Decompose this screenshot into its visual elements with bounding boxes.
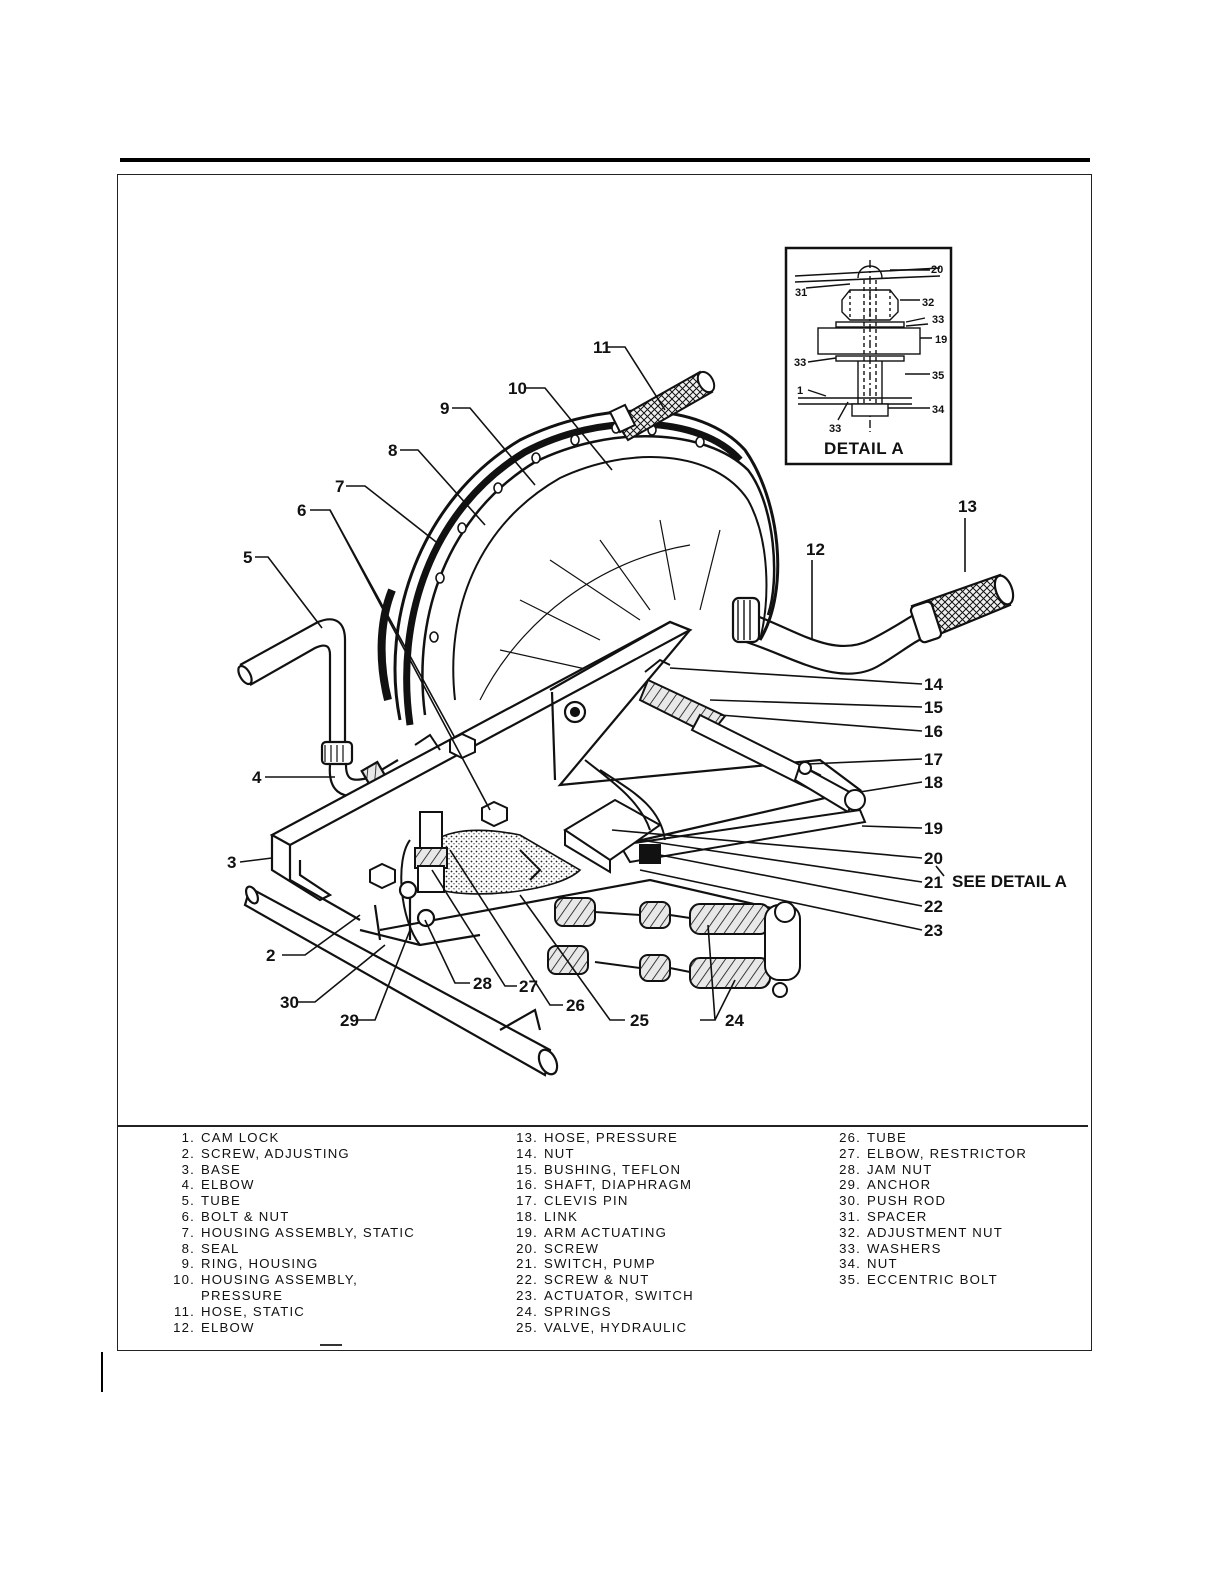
- callout-6: 6: [297, 501, 306, 520]
- legend-item: 9.RING, HOUSING: [181, 1256, 319, 1272]
- margin-change-bar: [101, 1352, 103, 1392]
- legend-item: 26.TUBE: [839, 1130, 907, 1145]
- callout-27: 27: [519, 977, 538, 996]
- see-detail-label: SEE DETAIL A: [952, 872, 1067, 891]
- leader-lines: [239, 346, 966, 1021]
- detail-callout-1: 1: [797, 385, 803, 397]
- legend-item: 11.HOSE, STATIC: [174, 1303, 306, 1319]
- detail-callout-20: 20: [931, 264, 943, 276]
- legend-item: 28.JAM NUT: [839, 1161, 933, 1177]
- legend-column-1: 1.CAM LOCK 2.SCREW, ADJUSTING 3.BASE 4.E…: [165, 1130, 415, 1335]
- legend-rule: [118, 1125, 1088, 1127]
- legend-column-3: 26.TUBE 27.ELBOW, RESTRICTOR 28.JAM NUT …: [831, 1130, 1027, 1288]
- legend-item: 13.HOSE, PRESSURE: [516, 1130, 679, 1145]
- legend-item: 20.SCREW: [516, 1240, 600, 1256]
- callout-15: 15: [924, 698, 943, 717]
- legend-item: 23.ACTUATOR, SWITCH: [516, 1287, 694, 1303]
- callout-18: 18: [924, 773, 943, 792]
- legend-item: 33.WASHERS: [839, 1240, 942, 1256]
- detail-callout-33-left: 33: [794, 357, 806, 369]
- figure-frame: [117, 174, 1092, 1351]
- short-dash: [320, 1344, 342, 1346]
- legend-item: 21.SWITCH, PUMP: [516, 1256, 656, 1272]
- legend-item: 8.SEAL: [181, 1240, 240, 1256]
- legend-item: 24.SPRINGS: [516, 1303, 612, 1319]
- callout-21: 21: [924, 873, 943, 892]
- callout-16: 16: [924, 722, 943, 741]
- legend-item: 4.ELBOW: [181, 1177, 255, 1193]
- callout-3: 3: [227, 853, 236, 872]
- callout-numbers: 11 10 9 8 7 6 5 4 3 2 30 29 28 27 26 25 …: [227, 338, 1067, 1030]
- callout-11: 11: [593, 338, 611, 357]
- legend-item: 12.ELBOW: [173, 1319, 255, 1335]
- pressure-elbow-and-hose: [731, 573, 1015, 675]
- legend-column-2: 13.HOSE, PRESSURE 14.NUT 15.BUSHING, TEF…: [508, 1130, 694, 1335]
- detail-callout-35: 35: [932, 370, 944, 382]
- detail-callout-33-lower: 33: [829, 423, 841, 435]
- detail-callout-19: 19: [935, 334, 947, 346]
- callout-26: 26: [566, 996, 585, 1015]
- detail-title: DETAIL A: [824, 439, 904, 458]
- legend-item-continuation: PRESSURE: [201, 1287, 284, 1303]
- callout-30: 30: [280, 993, 299, 1012]
- base: [269, 620, 863, 932]
- callout-23: 23: [924, 921, 943, 940]
- callout-5: 5: [243, 548, 252, 567]
- springs: [547, 897, 801, 998]
- callout-2: 2: [266, 946, 275, 965]
- actuating-arm: [618, 761, 867, 864]
- detail-callout-33-upper: 33: [932, 314, 944, 326]
- legend-item: 14.NUT: [516, 1145, 575, 1161]
- legend-item: 22.SCREW & NUT: [516, 1272, 650, 1288]
- legend-item: 35.ECCENTRIC BOLT: [839, 1272, 998, 1288]
- legend-item: 30.PUSH ROD: [839, 1193, 947, 1209]
- legend-item: 29.ANCHOR: [839, 1177, 932, 1193]
- detail-callout-32: 32: [922, 297, 934, 309]
- legend-item: 6.BOLT & NUT: [181, 1208, 290, 1224]
- legend-item: 5.TUBE: [181, 1193, 241, 1209]
- callout-29: 29: [340, 1011, 359, 1030]
- legend-item: 1.CAM LOCK: [181, 1130, 280, 1145]
- top-rule: [120, 158, 1090, 162]
- legend-item: 34.NUT: [839, 1256, 898, 1272]
- legend-item: 27.ELBOW, RESTRICTOR: [839, 1145, 1028, 1161]
- callout-19: 19: [924, 819, 943, 838]
- legend-item: 17.CLEVIS PIN: [516, 1193, 629, 1209]
- legend-item: 31.SPACER: [839, 1208, 928, 1224]
- restrictor-elbow: [400, 811, 542, 946]
- legend-item: 2.SCREW, ADJUSTING: [181, 1145, 350, 1161]
- legend-item: 3.BASE: [181, 1161, 241, 1177]
- callout-8: 8: [388, 441, 397, 460]
- callout-20: 20: [924, 849, 943, 868]
- diaphragm-shaft: [638, 658, 822, 792]
- legend-item: 7.HOUSING ASSEMBLY, STATIC: [181, 1224, 415, 1240]
- callout-28: 28: [473, 974, 492, 993]
- callout-4: 4: [252, 768, 262, 787]
- detail-callout-31: 31: [795, 287, 807, 299]
- legend-item: 16.SHAFT, DIAPHRAGM: [516, 1177, 693, 1193]
- callout-10: 10: [508, 379, 527, 398]
- callout-24: 24: [725, 1011, 744, 1030]
- callout-13: 13: [958, 497, 977, 516]
- housing-assembly: [377, 409, 780, 726]
- callout-25: 25: [630, 1011, 649, 1030]
- static-hose: [608, 370, 716, 442]
- callout-9: 9: [440, 399, 449, 418]
- detail-a-inset: 20 31 32 33 19 33 35 1 34 33 DETAIL A: [784, 246, 953, 466]
- callout-22: 22: [924, 897, 943, 916]
- mounting-bar: [243, 880, 559, 1077]
- legend-item: 15.BUSHING, TEFLON: [516, 1161, 682, 1177]
- legend-item: 25.VALVE, HYDRAULIC: [516, 1319, 688, 1335]
- legend-item: 18.LINK: [516, 1208, 579, 1224]
- detail-callout-34: 34: [932, 404, 945, 416]
- callout-12: 12: [806, 540, 825, 559]
- callout-17: 17: [924, 750, 943, 769]
- callout-14: 14: [924, 675, 943, 694]
- legend-item: 32.ADJUSTMENT NUT: [839, 1224, 1003, 1240]
- callout-7: 7: [335, 477, 344, 496]
- legend-item: 10.HOUSING ASSEMBLY,: [173, 1272, 358, 1288]
- legend-item: 19.ARM ACTUATING: [516, 1224, 668, 1240]
